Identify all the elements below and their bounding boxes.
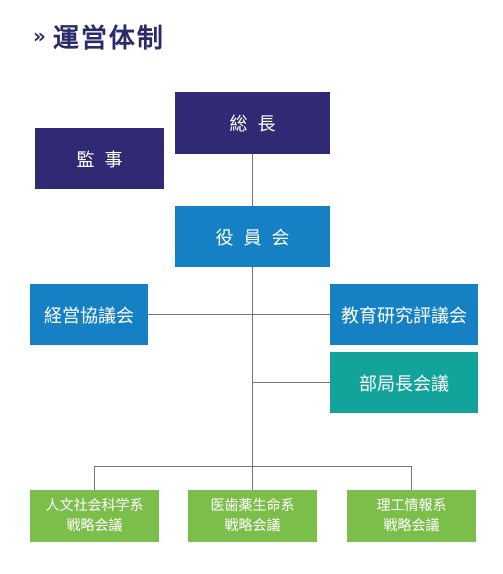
- strategy-line2: 戦略会議: [66, 518, 123, 534]
- connector-trunk: [252, 267, 253, 466]
- node-strategy-medical: 医歯薬生命系 戦略会議: [188, 490, 317, 542]
- node-president: 総長: [175, 92, 330, 154]
- strategy-line2: 戦略会議: [224, 518, 281, 534]
- strategy-line1: 理工情報系: [376, 498, 447, 514]
- strategy-line2: 戦略会議: [383, 518, 440, 534]
- strategy-line1: 医歯薬生命系: [210, 498, 295, 514]
- connector-strategy-mid: [252, 466, 253, 490]
- node-management-council: 経営協議会: [30, 284, 148, 345]
- connector-councils: [148, 314, 330, 315]
- strategy-line1: 人文社会科学系: [45, 498, 144, 514]
- node-education-research-council: 教育研究評議会: [330, 284, 478, 345]
- node-strategy-science: 理工情報系 戦略会議: [347, 490, 476, 542]
- section-header: » 運営体制: [33, 18, 165, 54]
- node-board: 役員会: [175, 206, 330, 267]
- double-chevron-icon: »: [33, 24, 46, 48]
- connector-strategy-right: [411, 466, 412, 490]
- connector-strategy-left: [94, 466, 95, 490]
- connector-strategy-bar: [94, 466, 412, 467]
- page-title: 運営体制: [52, 23, 165, 54]
- connector-deans: [252, 382, 330, 383]
- connector-president-board: [252, 154, 253, 206]
- node-auditor: 監事: [35, 128, 164, 189]
- node-strategy-humanities: 人文社会科学系 戦略会議: [30, 490, 159, 542]
- node-deans-council: 部局長会議: [330, 352, 478, 413]
